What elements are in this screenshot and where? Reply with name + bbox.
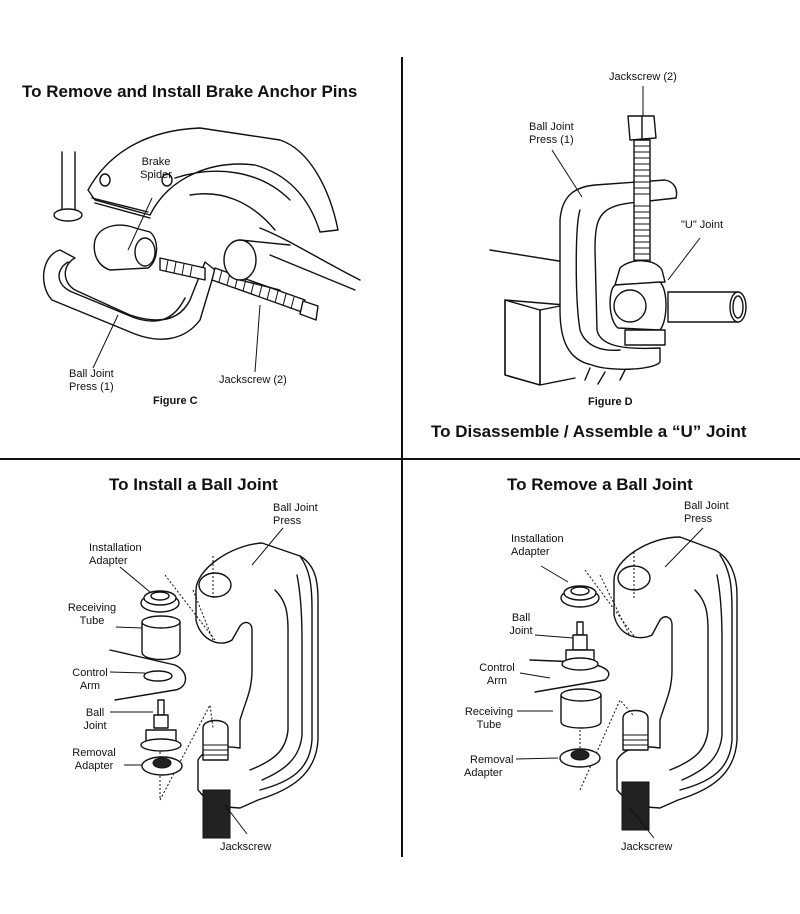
label-line: Ball Joint — [69, 368, 114, 380]
label-line: Removal — [470, 754, 514, 766]
label-jackscrew: Jackscrew (2) — [609, 71, 677, 83]
label-line: Receiving — [67, 602, 117, 614]
label-ball-joint: Ball Joint — [80, 707, 110, 733]
label-line: Installation — [511, 533, 564, 545]
label-u-joint: "U" Joint — [681, 219, 724, 231]
jackscrew-cap — [203, 721, 228, 761]
remove-ball-joint-illustration — [516, 528, 737, 838]
jackscrew-thread — [622, 782, 649, 830]
label-line: Brake — [141, 156, 171, 168]
label-line: Press (1) — [529, 134, 574, 146]
label-installation-adapter: Installation Adapter — [89, 542, 142, 568]
label-line: Joint — [509, 625, 533, 637]
label-line: Control — [72, 667, 108, 679]
brake-shoe — [88, 128, 338, 232]
jackscrew-thread — [634, 140, 650, 270]
label-receiving-tube: Receiving Tube — [66, 602, 118, 628]
install-ball-joint-illustration — [110, 528, 318, 838]
drum-lines — [260, 228, 360, 290]
panel-title-remove-ball-joint: To Remove a Ball Joint — [507, 475, 693, 494]
label-line: Control — [479, 662, 515, 674]
label-control-arm: Control Arm — [70, 667, 110, 693]
label-line: Adapter — [464, 767, 503, 779]
leader-press — [93, 315, 118, 368]
rod-collar — [54, 209, 82, 221]
driveshaft-tube — [668, 292, 738, 322]
label-line: Ball — [511, 612, 531, 624]
vertical-divider — [401, 57, 403, 857]
label-removal-adapter: Removal Adapter — [68, 747, 120, 773]
panel-title-brake-anchor-pins: To Remove and Install Brake Anchor Pins — [22, 82, 358, 101]
jackscrew-hex-end — [300, 301, 318, 320]
label-line: Ball — [85, 707, 105, 719]
leader-brake-spider — [128, 198, 152, 250]
press-frame — [560, 180, 677, 369]
label-brake-spider: Brake Spider — [136, 156, 176, 182]
label-ball-joint: Ball Joint — [506, 612, 536, 638]
press-upper-bore — [199, 573, 231, 597]
leader-jackscrew — [255, 305, 260, 372]
label-removal-adapter: Removal Adapter — [464, 754, 513, 780]
label-line: Ball Joint — [273, 502, 318, 514]
label-control-arm: Control Arm — [476, 662, 518, 688]
label-ball-joint-press: Ball Joint Press — [273, 502, 318, 528]
leader-u-joint — [668, 238, 700, 280]
figure-caption-d: Figure D — [588, 396, 633, 408]
label-jackscrew: Jackscrew — [621, 841, 673, 853]
label-line: Arm — [79, 680, 101, 692]
label-line: Tube — [79, 615, 105, 627]
leader-press — [552, 150, 582, 197]
receiving-tube — [561, 695, 601, 728]
label-ball-joint-press: Ball Joint Press — [684, 500, 729, 526]
label-line: Tube — [476, 719, 502, 731]
label-line: Removal — [72, 747, 116, 759]
receiving-tube — [142, 622, 180, 660]
label-line: Press — [684, 513, 713, 525]
control-arm — [110, 650, 186, 700]
panel-title-install-ball-joint: To Install a Ball Joint — [109, 475, 278, 494]
axle-rod — [62, 152, 75, 215]
label-line: Receiving — [464, 706, 514, 718]
brake-spider — [94, 225, 156, 270]
brake-anchor-illustration — [44, 128, 360, 372]
label-line: Ball Joint — [529, 121, 574, 133]
label-line: Press — [273, 515, 302, 527]
label-ball-joint-press: Ball Joint Press (1) — [529, 121, 574, 147]
label-line: Arm — [486, 675, 508, 687]
u-joint-illustration — [490, 86, 746, 385]
jackscrew-thread — [203, 790, 230, 838]
label-line: Ball Joint — [684, 500, 729, 512]
jackscrew-cap — [623, 711, 648, 751]
label-ball-joint-press: Ball Joint Press (1) — [69, 368, 114, 394]
label-line: Spider — [140, 169, 172, 181]
horizontal-divider — [0, 458, 800, 460]
label-line: Adapter — [74, 760, 114, 772]
figure-caption-c: Figure C — [153, 395, 198, 407]
label-line: Installation — [89, 542, 142, 554]
label-jackscrew: Jackscrew — [220, 841, 272, 853]
label-installation-adapter: Installation Adapter — [511, 533, 564, 559]
label-line: Joint — [83, 720, 107, 732]
panel-title-u-joint: To Disassemble / Assemble a “U” Joint — [431, 422, 747, 441]
label-jackscrew: Jackscrew (2) — [219, 374, 287, 386]
label-receiving-tube: Receiving Tube — [462, 706, 516, 732]
label-line: Adapter — [511, 546, 550, 558]
label-line: Press (1) — [69, 381, 114, 393]
label-line: Adapter — [89, 555, 128, 567]
